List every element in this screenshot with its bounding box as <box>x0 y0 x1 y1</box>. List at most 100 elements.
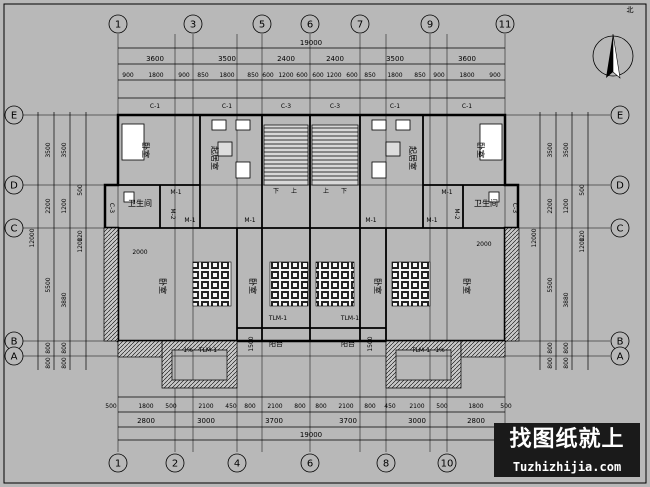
marker-tlm1-0: TLM-1 <box>268 315 287 322</box>
dim-top-row1-5: 3600 <box>458 55 476 63</box>
axis-top-6 <box>300 14 320 34</box>
dim-top-row1-0: 3600 <box>146 55 164 63</box>
dim-bottom-row1-13: 500 <box>436 403 448 410</box>
axis-top-9 <box>420 14 440 34</box>
axis-bottom-6-label: 6 <box>307 459 313 470</box>
axis-right-E <box>610 105 630 125</box>
dim-right-3: 1200 <box>563 198 570 213</box>
marker-m1-4: M-1 <box>426 217 437 224</box>
dim-bottom-row1-2: 500 <box>165 403 177 410</box>
axis-left-C <box>4 218 24 238</box>
dim-top-row2-0: 900 <box>122 72 134 79</box>
overall-dim-bottom: 19000 <box>300 431 322 439</box>
axis-top-3-label: 3 <box>190 20 196 31</box>
axis-top-1 <box>108 14 128 34</box>
dim-top-row2-12: 850 <box>364 72 376 79</box>
axis-bottom-10-label: 10 <box>441 459 454 470</box>
dim-top-row2-1: 1800 <box>148 72 163 79</box>
marker-tlm1-2: TLM-1 <box>198 347 217 354</box>
axis-right-E-label: E <box>617 111 623 122</box>
marker-c3-right: C-3 <box>511 203 518 213</box>
dim-bottom-row1-11: 450 <box>384 403 396 410</box>
axis-bottom-4-label: 4 <box>234 459 240 470</box>
dim-right-9: 120 <box>579 230 586 242</box>
marker-c3-0: C-3 <box>281 103 291 110</box>
watermark-banner: 找图纸就上 <box>494 423 640 457</box>
dim-top-row2-3: 850 <box>197 72 209 79</box>
dim-right-6: 5500 <box>547 277 554 292</box>
dim-top-row1-3: 2400 <box>326 55 344 63</box>
north-label: 北 <box>627 6 634 14</box>
top-dimension-lines <box>118 47 505 99</box>
dim-top-row2-13: 1800 <box>387 72 402 79</box>
dim-bottom-row1-8: 800 <box>315 403 327 410</box>
dim-top-row1-4: 3500 <box>386 55 404 63</box>
dim-left-12: 800 <box>45 357 52 369</box>
axis-bottom-2 <box>165 453 185 473</box>
dim-left-10: 800 <box>45 342 52 354</box>
dim-right-5: 12000 <box>531 228 538 247</box>
axis-right-D <box>610 175 630 195</box>
axis-left-B-label: B <box>11 337 18 348</box>
dim-right-10: 800 <box>547 342 554 354</box>
room-bedroom-sw-left: 卧室 <box>158 278 168 294</box>
axis-bottom-1-label: 1 <box>115 459 121 470</box>
dim-left-13: 800 <box>61 357 68 369</box>
marker-1500-left: 1500 <box>248 336 255 351</box>
axis-top-1-label: 1 <box>115 20 121 31</box>
axis-top-9-label: 9 <box>427 20 433 31</box>
room-bath-right: 卫生间 <box>474 198 498 208</box>
dim-left-11: 800 <box>61 342 68 354</box>
marker-down-left: 下 <box>273 188 279 195</box>
dim-top-row2-15: 900 <box>433 72 445 79</box>
room-balcony-left: 阳台 <box>269 339 283 348</box>
overall-dim-top: 19000 <box>300 39 322 47</box>
axis-top-3 <box>183 14 203 34</box>
watermark-url: Tuzhizhijia.com <box>494 457 640 477</box>
axis-top-11-label: 11 <box>499 20 512 31</box>
marker-c1-3: C-1 <box>390 103 400 110</box>
room-living-right: 起居室 <box>408 146 418 170</box>
dim-left-2: 2200 <box>45 198 52 213</box>
room-balcony-right: 阳台 <box>341 339 355 348</box>
axis-left-C-label: C <box>11 224 18 235</box>
marker-m1-2: M-1 <box>244 217 255 224</box>
dim-top-row2-10: 1200 <box>326 72 341 79</box>
axis-left-E <box>4 105 24 125</box>
dim-right-11: 800 <box>563 342 570 354</box>
room-bath-left: 卫生间 <box>128 198 152 208</box>
marker-up-right: 上 <box>323 187 329 195</box>
dim-left-9: 120 <box>77 230 84 242</box>
axis-left-E-label: E <box>11 111 17 122</box>
dim-bottom-row1-4: 450 <box>225 403 237 410</box>
dim-top-row1-2: 2400 <box>277 55 295 63</box>
axis-top-11 <box>495 14 515 34</box>
dim-bottom-row2-0: 2800 <box>137 417 155 425</box>
marker-c1-2: C-1 <box>462 103 472 110</box>
room-bedroom-s-right: 卧室 <box>373 278 383 294</box>
dim-bottom-row1-12: 2100 <box>409 403 424 410</box>
marker-m1-0: M-1 <box>170 189 181 196</box>
dim-left-7: 3880 <box>61 292 68 307</box>
balconies <box>103 227 520 389</box>
dim-top-row2-8: 600 <box>296 72 308 79</box>
marker-1500-right: 1500 <box>367 336 374 351</box>
dim-bottom-row1-3: 2100 <box>198 403 213 410</box>
column-grid-lines <box>117 34 506 452</box>
dim-right-12: 800 <box>547 357 554 369</box>
axis-top-7 <box>350 14 370 34</box>
dim-bottom-row1-0: 500 <box>105 403 117 410</box>
dim-top-row2-2: 900 <box>178 72 190 79</box>
marker-2000-right: 2000 <box>476 241 491 248</box>
dim-top-row2-11: 600 <box>346 72 358 79</box>
room-living-left: 起居室 <box>210 146 220 170</box>
drawing-frame <box>3 3 647 484</box>
marker-m1-3: M-1 <box>365 217 376 224</box>
room-bedroom-ne-right: 卧室 <box>476 142 486 158</box>
marker-c3-left: C-3 <box>108 203 115 213</box>
dim-left-1: 3500 <box>61 142 68 157</box>
marker-2000-left: 2000 <box>132 249 147 256</box>
axis-bottom-1 <box>108 453 128 473</box>
